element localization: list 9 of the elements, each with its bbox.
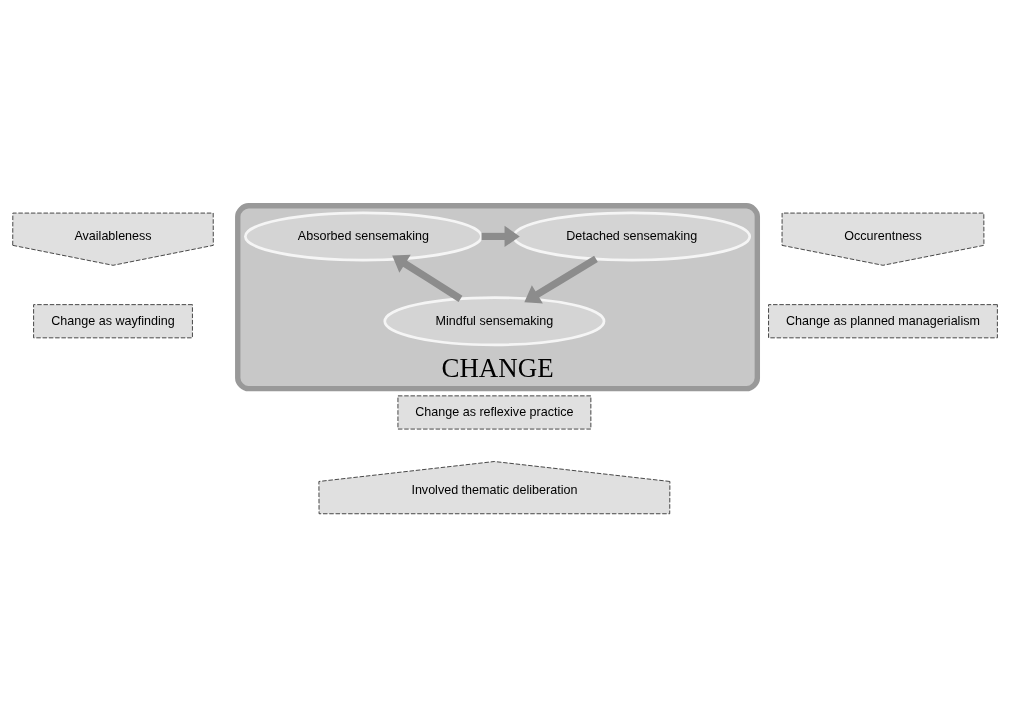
node-box: Change as wayfinding <box>32 303 193 338</box>
node-ellipse: Absorbed sensemaking <box>243 210 483 261</box>
node-ellipse: Detached sensemaking <box>511 210 751 261</box>
node-ellipse: Mindful sensemaking <box>382 295 605 346</box>
arrow <box>391 254 462 302</box>
node-box: Change as planned managerialism <box>767 303 998 338</box>
arrow <box>523 255 598 303</box>
node-box: Change as reflexive practice <box>397 394 591 429</box>
arrow <box>481 225 520 247</box>
